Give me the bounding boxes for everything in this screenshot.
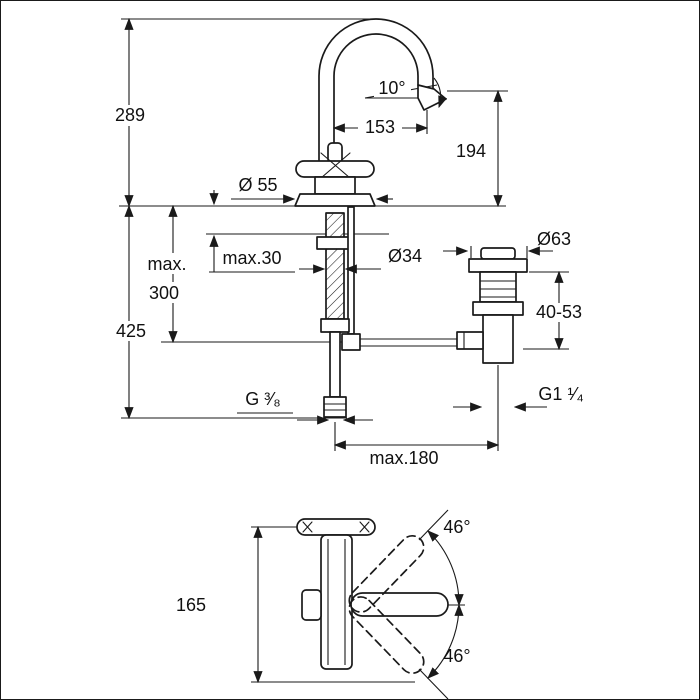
cross-handle-bar (295, 160, 375, 178)
dim-label-max180: max.180 (369, 448, 438, 468)
top-view-body-detail (327, 539, 346, 665)
spout-outlet (417, 84, 447, 111)
label-mask (374, 80, 411, 97)
spout-outer-wall (318, 18, 434, 195)
top-view-left-boss (301, 589, 322, 621)
popup-rod (347, 206, 355, 335)
supply-pipe (329, 331, 341, 398)
dim-label-153: 153 (365, 117, 395, 137)
dim-label-55: Ø 55 (238, 175, 277, 195)
threaded-shank-hatch (326, 213, 344, 319)
dim-label-g114: G1 ¹⁄₄ (538, 384, 583, 404)
dim-label-165: 165 (176, 595, 206, 615)
label-mask (112, 105, 149, 126)
label-mask (140, 253, 194, 274)
handle-post (327, 142, 343, 164)
drain-cap (480, 247, 516, 260)
dim-label-63: Ø63 (537, 229, 571, 249)
top-view-handle-bar (296, 518, 376, 536)
drain-flange (468, 258, 528, 273)
dim-label-10deg: 10° (378, 78, 405, 98)
label-mask (140, 282, 188, 303)
spout-rotated-down-dashed (348, 596, 425, 675)
label-mask (358, 119, 402, 137)
dim-label-289: 289 (115, 105, 145, 125)
dimension-labels: 289 10° 153 194 Ø 55 max.30 Ø34 Ø63 max.… (111, 78, 585, 666)
dim-label-425: 425 (116, 321, 146, 341)
dim-label-194: 194 (456, 141, 486, 161)
dim-label-max300-line2: 300 (149, 283, 179, 303)
drain-assembly (456, 247, 528, 364)
dim-label-g38: G ³⁄₈ (245, 389, 280, 409)
drain-tailpiece (482, 314, 514, 364)
handle-end-details (302, 521, 370, 533)
escutcheon-base (294, 193, 376, 207)
angle-arc-46-lower (427, 603, 464, 679)
top-view-body (320, 534, 353, 670)
label-mask (533, 303, 585, 322)
angle-arc-46-upper (427, 530, 464, 607)
supply-fitting (323, 396, 347, 418)
faucet-top-view (296, 518, 449, 675)
angle-arc-10deg (433, 77, 447, 109)
drain-rod-port (456, 331, 484, 350)
dim-label-46deg-upper: 46° (443, 517, 470, 537)
cross-handle-arms (320, 152, 351, 179)
spout-inner-wall (333, 33, 419, 195)
drain-locknut (472, 301, 524, 316)
label-mask (111, 321, 151, 341)
supply-nut (320, 318, 350, 333)
spout-solid-position (350, 592, 449, 617)
dim-label-34: Ø34 (388, 246, 422, 266)
dim-label-40-53: 40-53 (536, 302, 582, 322)
dim-label-46deg-lower: 46° (443, 646, 470, 666)
spout-rotated-up-dashed (348, 534, 425, 613)
drain-body-threads (480, 280, 516, 298)
rod-linkage-block (341, 333, 361, 351)
supply-fitting-detail (323, 403, 347, 411)
faucet-body (314, 176, 356, 195)
dim-label-max30: max.30 (222, 248, 281, 268)
dim-label-max300-line1: max. (147, 254, 186, 274)
